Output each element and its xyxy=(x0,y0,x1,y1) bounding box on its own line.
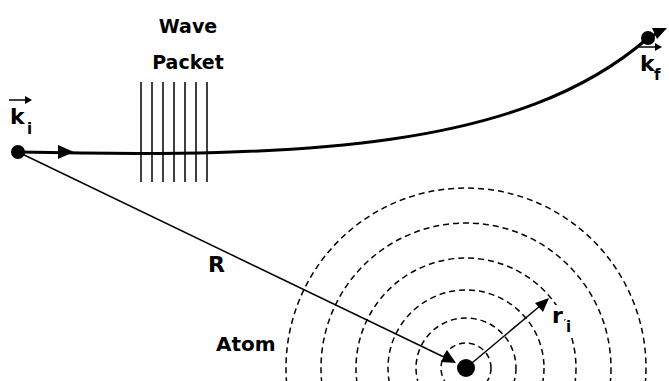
atom-shell xyxy=(416,318,516,381)
electron-vector xyxy=(466,306,540,368)
subscript: i xyxy=(27,122,32,137)
arrowhead xyxy=(58,145,74,159)
subscript: f xyxy=(654,68,661,83)
wave-front xyxy=(206,82,208,182)
projectile-dot xyxy=(11,145,25,159)
vector-bar xyxy=(9,99,26,101)
wave-packet-label: Wave Packet xyxy=(140,8,236,80)
wave-front xyxy=(184,82,186,182)
atom-shell xyxy=(441,343,491,381)
atom-shell xyxy=(356,258,576,381)
vector-symbol: k xyxy=(640,53,655,75)
wave-front xyxy=(151,82,153,182)
projectile-dot xyxy=(641,31,655,45)
nucleus-dot xyxy=(457,359,475,377)
atom-label: Atom xyxy=(216,334,276,354)
vector-symbol: k xyxy=(10,106,25,128)
wave-packet-fronts xyxy=(141,82,207,182)
subscript: i xyxy=(565,320,572,335)
wave-front xyxy=(195,82,197,182)
vector-symbol: r xyxy=(551,305,564,327)
vector-bar xyxy=(639,46,656,48)
atom-shell xyxy=(388,290,544,381)
wave-front xyxy=(140,82,142,182)
trajectory xyxy=(18,38,648,153)
position-vector xyxy=(18,152,448,359)
arrowhead xyxy=(655,43,662,51)
arrowhead xyxy=(535,298,549,312)
atom-shells xyxy=(286,188,646,381)
vector-symbol: R xyxy=(208,254,225,276)
wave-front xyxy=(173,82,175,182)
arrowhead xyxy=(25,96,32,104)
wave-front xyxy=(162,82,164,182)
atom-shell xyxy=(286,188,646,381)
atom-shell xyxy=(321,223,611,381)
arrowhead xyxy=(441,350,456,363)
